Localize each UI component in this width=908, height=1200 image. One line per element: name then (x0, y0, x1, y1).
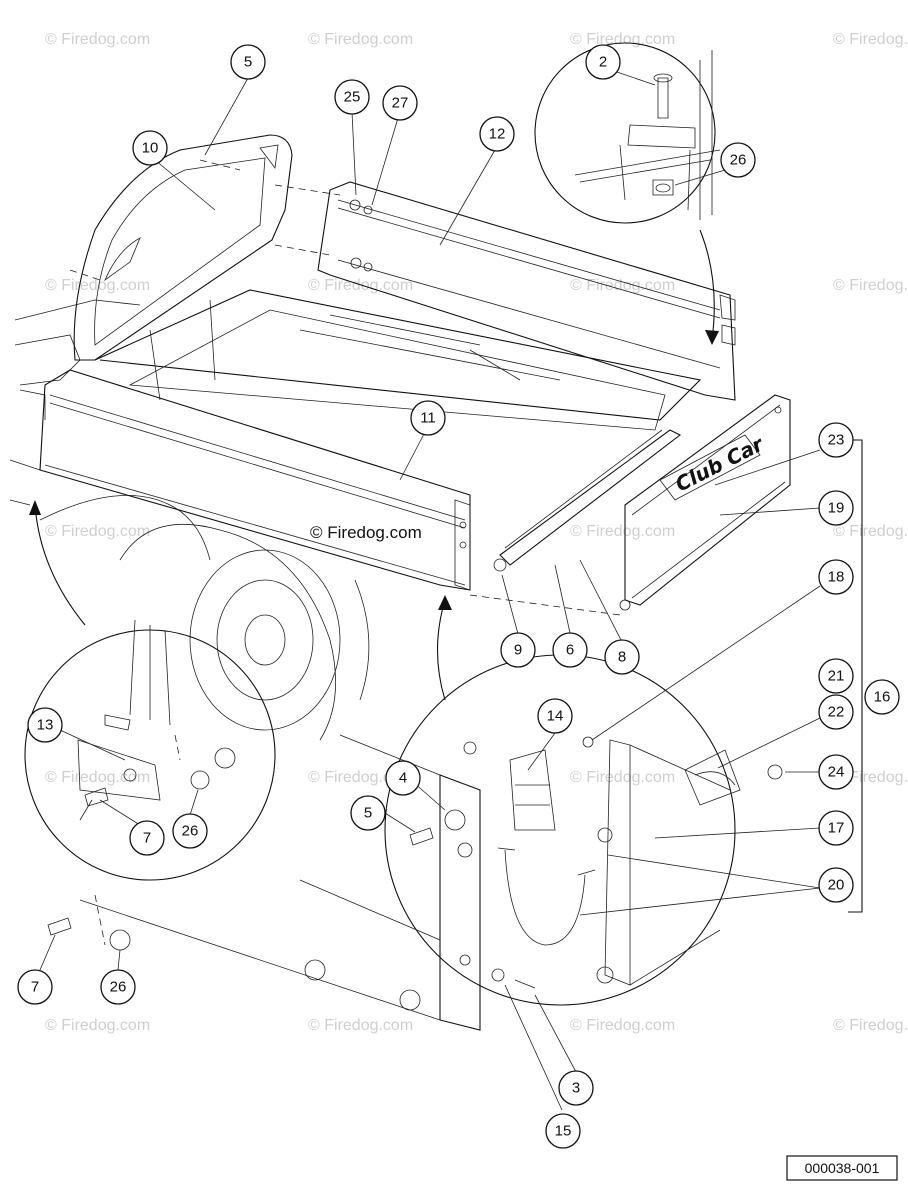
detail-arrows (29, 229, 719, 701)
callout-26: 26 (172, 813, 208, 849)
callout-27: 27 (382, 85, 418, 121)
svg-text:18: 18 (828, 569, 845, 586)
callout-19: 19 (818, 490, 854, 526)
callout-10: 10 (132, 130, 168, 166)
svg-text:24: 24 (828, 764, 845, 781)
svg-text:21: 21 (828, 668, 845, 685)
svg-text:19: 19 (828, 500, 845, 517)
bed-front-wall (317, 181, 736, 401)
watermark: © Firedog.com (45, 31, 150, 48)
bed-side-wall-left (73, 134, 293, 361)
watermark: © Firedog.com (45, 277, 150, 294)
watermark: © Firedog.com (570, 769, 675, 786)
watermark: © Firedog.com (833, 277, 908, 294)
svg-text:20: 20 (828, 877, 845, 894)
watermark: © Firedog.com (570, 523, 675, 540)
svg-text:14: 14 (547, 708, 564, 725)
svg-text:27: 27 (392, 95, 409, 112)
svg-text:26: 26 (182, 823, 199, 840)
svg-text:10: 10 (142, 140, 159, 157)
callout-26: 26 (100, 969, 136, 1005)
callout-7: 7 (129, 820, 165, 856)
vehicle-body (9, 299, 370, 741)
svg-text:7: 7 (31, 979, 39, 996)
bed-side-wall-right (39, 369, 471, 591)
watermark: © Firedog.com (308, 31, 413, 48)
callout-20: 20 (818, 867, 854, 903)
callout-18: 18 (818, 559, 854, 595)
callout-16: 16 (864, 679, 900, 715)
watermark: © Firedog.com (45, 1017, 150, 1034)
callout-26: 26 (720, 142, 756, 178)
callout-6: 6 (552, 632, 588, 668)
callout-8: 8 (604, 639, 640, 675)
svg-text:17: 17 (828, 820, 845, 837)
watermark: © Firedog.com (570, 1017, 675, 1034)
callout-23: 23 (818, 422, 854, 458)
club-car-logo: Club Car (671, 431, 768, 496)
svg-text:26: 26 (730, 152, 747, 169)
svg-text:22: 22 (828, 704, 845, 721)
svg-text:5: 5 (244, 54, 252, 71)
svg-text:7: 7 (143, 830, 151, 847)
svg-text:4: 4 (399, 770, 407, 787)
watermark: © Firedog.com (833, 31, 908, 48)
watermark: © Firedog.com (45, 769, 150, 786)
svg-text:23: 23 (828, 432, 845, 449)
svg-text:25: 25 (344, 89, 361, 106)
callout-11: 11 (410, 400, 446, 436)
tailgate: Club Car (619, 394, 791, 611)
callout-13: 13 (27, 707, 63, 743)
svg-text:2: 2 (599, 54, 607, 71)
watermark: © Firedog.com (45, 523, 150, 540)
callout-15: 15 (545, 1113, 581, 1149)
svg-text:5: 5 (364, 805, 372, 822)
assembly-bracket (848, 439, 863, 913)
callout-14: 14 (537, 698, 573, 734)
assembly-lines (69, 159, 621, 616)
callout-2: 2 (585, 44, 621, 80)
reference-code: 000038-001 (805, 1160, 880, 1176)
svg-text:16: 16 (874, 689, 891, 706)
watermark: © Firedog.com (833, 1017, 908, 1034)
leader-lines (39, 71, 821, 1111)
callout-12: 12 (479, 116, 515, 152)
callout-22: 22 (818, 694, 854, 730)
detail-circle-top (534, 42, 721, 224)
watermark-row: © Firedog.com © Firedog.com © Firedog.co… (45, 31, 908, 1034)
svg-text:3: 3 (572, 1080, 580, 1097)
callout-5: 5 (230, 44, 266, 80)
detail-circle-right (384, 654, 783, 1006)
callout-7: 7 (17, 969, 53, 1005)
callout-17: 17 (818, 810, 854, 846)
svg-text:6: 6 (566, 642, 574, 659)
bed-corner-bracket (47, 734, 536, 1031)
svg-text:12: 12 (489, 126, 506, 143)
callout-9: 9 (500, 632, 536, 668)
center-watermark: © Firedog.com (310, 523, 422, 542)
svg-text:13: 13 (37, 717, 54, 734)
callout-24: 24 (818, 754, 854, 790)
callout-5: 5 (350, 795, 386, 831)
reference-code-box: 000038-001 (786, 1155, 898, 1181)
bed-floor (94, 289, 702, 431)
detail-circle-left (24, 619, 276, 881)
svg-text:15: 15 (555, 1123, 572, 1140)
svg-text:8: 8 (618, 649, 626, 666)
svg-text:9: 9 (514, 642, 522, 659)
hinge-rail (493, 429, 682, 572)
callout-4: 4 (385, 760, 421, 796)
callout-25: 25 (334, 79, 370, 115)
watermark: © Firedog.com (833, 523, 908, 540)
watermark: © Firedog.com (570, 31, 675, 48)
watermark: © Firedog.com (308, 277, 413, 294)
watermark: © Firedog.com (308, 1017, 413, 1034)
svg-text:11: 11 (420, 410, 436, 427)
callout-21: 21 (818, 658, 854, 694)
callout-3: 3 (558, 1070, 594, 1106)
svg-text:26: 26 (110, 979, 127, 996)
